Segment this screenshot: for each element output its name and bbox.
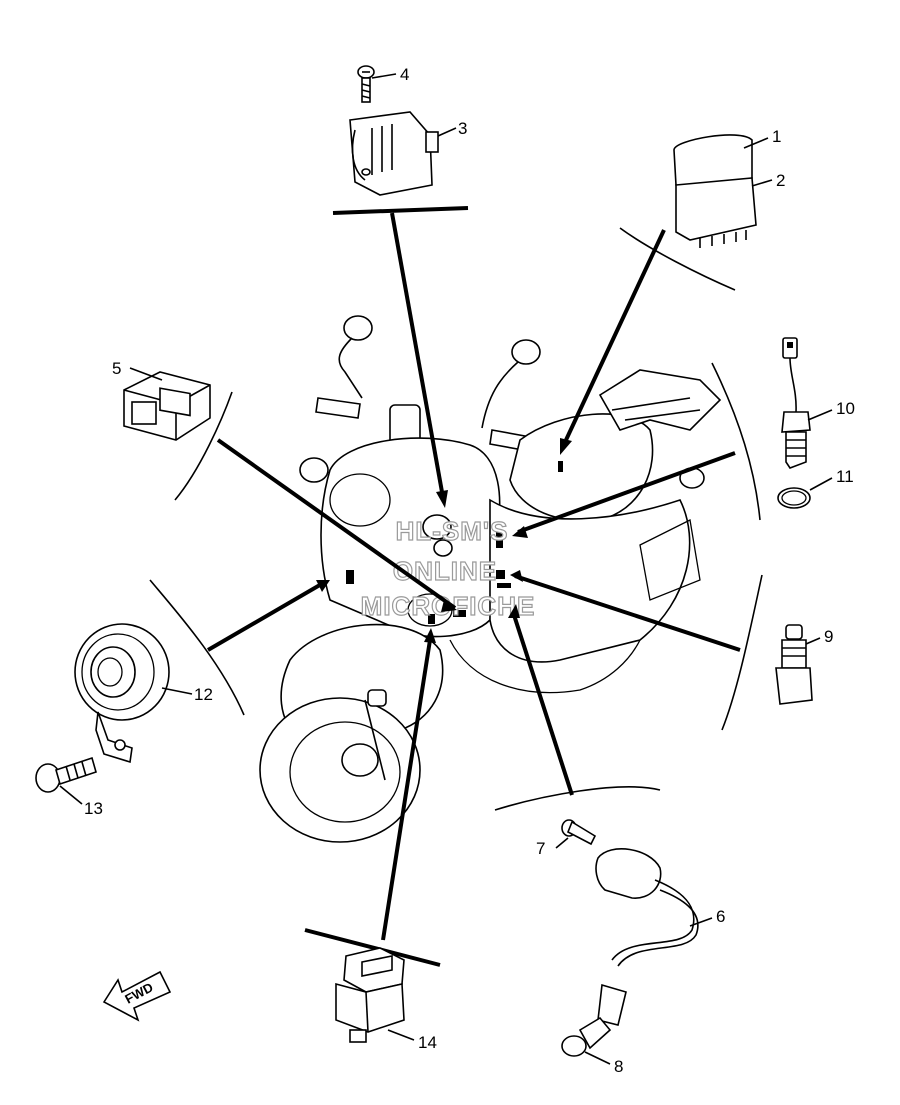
callout-6: 6 (716, 907, 725, 926)
part-9-switch (775, 624, 813, 705)
part-7-screw (561, 819, 597, 846)
part-1-2-cdi-unit (673, 134, 757, 248)
coil-location-marker (497, 583, 511, 588)
part-2-unit (675, 177, 757, 241)
callout-12: 12 (194, 685, 213, 704)
scooter-illustration (259, 315, 722, 843)
part-12-horn (74, 623, 170, 764)
leader-lines (206, 212, 741, 941)
relay-location-marker (558, 461, 563, 472)
rear-body (489, 498, 691, 663)
callout-14: 14 (418, 1033, 437, 1052)
horn-location-marker (428, 614, 435, 624)
leader-3 (390, 212, 444, 493)
callout-9: 9 (824, 627, 833, 646)
leader-6 (512, 614, 574, 796)
fork-cap (367, 689, 387, 707)
callout-11: 11 (836, 467, 854, 486)
callout-7: 7 (536, 839, 545, 858)
leader-10 (517, 451, 736, 534)
connector-location-marker (346, 570, 354, 584)
callout-3: 3 (458, 119, 467, 138)
callout-4: 4 (400, 65, 409, 84)
leader-14 (381, 639, 432, 941)
part-3-relay (349, 111, 439, 196)
leader-9 (514, 574, 741, 652)
callout-2: 2 (776, 171, 785, 190)
left-front-signal (299, 457, 329, 483)
callout-13: 13 (84, 799, 103, 818)
part-8-plug-cap (561, 983, 627, 1057)
callout-10: 10 (836, 399, 855, 418)
callout-numbers: 4 3 1 2 5 10 11 9 12 13 7 6 8 14 (84, 65, 855, 1076)
part-10-thermo-sensor (781, 337, 811, 469)
seat (509, 413, 654, 522)
part-6-ignition-coil (595, 848, 699, 967)
forward-direction-arrow: FWD (102, 970, 172, 1022)
callout-8: 8 (614, 1057, 623, 1076)
leader-5 (216, 438, 457, 610)
left-grip (315, 397, 361, 419)
svg-text:ONLINE: ONLINE (393, 556, 497, 586)
switch-location-marker (496, 530, 503, 548)
leader-12 (206, 580, 327, 652)
flasher-location-marker (453, 610, 466, 617)
front-wheel (259, 697, 421, 843)
left-mirror (338, 315, 373, 399)
group-brackets (149, 206, 763, 967)
svg-text:HL-SM'S: HL-SM'S (396, 516, 509, 546)
callout-1: 1 (772, 127, 781, 146)
callout-5: 5 (112, 359, 121, 378)
part-13-bolt (35, 756, 97, 793)
part-14-flasher-relay (335, 947, 405, 1043)
number-leaders (59, 73, 833, 1065)
part-5-connector (123, 371, 211, 441)
right-mirror (481, 339, 541, 429)
leader-1 (564, 229, 666, 441)
rear-rack (598, 369, 722, 431)
part-4-screw (357, 65, 375, 103)
neutral-switch-marker (496, 570, 505, 579)
